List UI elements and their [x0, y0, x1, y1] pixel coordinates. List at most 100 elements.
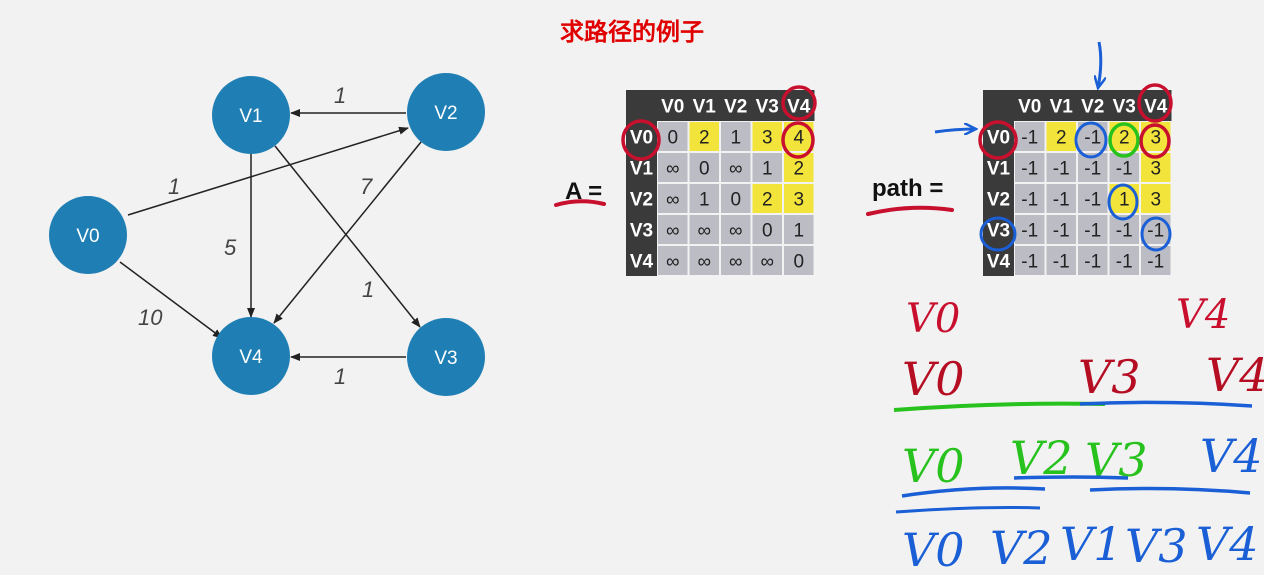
matrix-cell — [1109, 153, 1139, 182]
column-header: V1 — [1050, 97, 1074, 118]
row-header: V4 — [987, 252, 1011, 273]
cell-value: -1 — [1021, 128, 1038, 149]
cell-value: -1 — [1116, 252, 1133, 273]
matrix-cell — [721, 153, 751, 182]
cell-value: 3 — [793, 190, 804, 211]
column-header: V3 — [1113, 97, 1136, 118]
matrix-cell — [784, 215, 814, 244]
matrix-cell — [721, 246, 751, 275]
edge-weight: 1 — [168, 174, 180, 199]
cell-value: 0 — [730, 190, 741, 211]
matrix-cell — [752, 215, 782, 244]
row-header: V4 — [630, 252, 654, 273]
cell-value: -1 — [1021, 221, 1038, 242]
matrix-cell — [1141, 184, 1171, 213]
matrix-cell — [658, 215, 688, 244]
matrix-cell — [658, 153, 688, 182]
matrix-cell — [1141, 215, 1171, 244]
matrix-path-label: path = — [872, 175, 943, 202]
row-header: V2 — [630, 190, 653, 211]
matrix-cell — [721, 215, 751, 244]
column-header: V0 — [1018, 97, 1041, 118]
cell-value: ∞ — [729, 159, 743, 180]
matrix-cell — [1046, 246, 1076, 275]
matrix-cell — [784, 184, 814, 213]
row-header: V0 — [630, 128, 653, 149]
edge-weight: 7 — [360, 174, 373, 199]
cell-value: -1 — [1021, 190, 1038, 211]
blue-circle — [1140, 216, 1172, 252]
cell-value: 2 — [699, 128, 710, 149]
handwritten-notes: V0 V4 V0 V3 V4 V0 V2 V3 V4 V0 V2 V1 V3 V… — [893, 292, 1264, 575]
blue-underline — [1013, 475, 1129, 480]
cell-value: -1 — [1147, 221, 1164, 242]
blue-arrow — [1098, 41, 1101, 88]
edge-weight: 1 — [362, 277, 374, 302]
matrix-cell — [1046, 122, 1076, 151]
red-underline — [554, 199, 606, 207]
note-line0-to: V4 — [1176, 292, 1230, 338]
cell-value: 0 — [793, 252, 804, 273]
node-v2: V2 — [407, 73, 485, 151]
cell-value: 0 — [762, 221, 773, 242]
edge-v2-v1: 1 — [290, 83, 406, 117]
cell-value: 2 — [1056, 128, 1067, 149]
matrix-cell — [1078, 246, 1108, 275]
matrix-cell — [1015, 153, 1045, 182]
matrix-cell — [1078, 215, 1108, 244]
matrix-cell — [658, 184, 688, 213]
cell-value: 0 — [699, 159, 710, 180]
cell-value: 1 — [1119, 190, 1130, 211]
node-label: V4 — [239, 347, 263, 368]
note-line3-node: V2 — [990, 521, 1053, 575]
node-v3: V3 — [407, 318, 485, 396]
matrix-cell — [1109, 246, 1139, 275]
cell-value: -1 — [1053, 252, 1070, 273]
node-v4: V4 — [212, 317, 290, 395]
column-header: V4 — [1144, 97, 1168, 118]
cell-value: -1 — [1021, 159, 1038, 180]
cell-value: -1 — [1053, 190, 1070, 211]
cell-value: -1 — [1084, 190, 1101, 211]
node-label: V1 — [239, 106, 262, 127]
node-label: V2 — [434, 103, 457, 124]
cell-value: -1 — [1053, 159, 1070, 180]
node-v1: V1 — [212, 76, 290, 154]
matrix-cell — [1015, 215, 1045, 244]
matrix-cell — [689, 122, 719, 151]
node-label: V0 — [76, 226, 99, 247]
row-header: V3 — [630, 221, 653, 242]
edge-weight: 1 — [334, 83, 346, 108]
blue-circle — [1107, 183, 1139, 221]
note-line3-node: V4 — [1196, 517, 1259, 571]
note-line1-node: V0 — [902, 352, 965, 406]
cell-value: 1 — [762, 159, 773, 180]
matrix-cell — [721, 184, 751, 213]
edge-v2-v4: 7 — [273, 141, 422, 324]
cell-value: ∞ — [666, 159, 680, 180]
row-header: V2 — [987, 190, 1010, 211]
cell-value: -1 — [1116, 221, 1133, 242]
matrix-cell — [658, 122, 688, 151]
page-title: 求路径的例子 — [560, 18, 704, 46]
blue-underline — [1089, 486, 1251, 495]
cell-value: 3 — [1150, 128, 1161, 149]
red-circle — [781, 121, 815, 159]
cell-value: 3 — [1150, 159, 1161, 180]
cell-value: 1 — [730, 128, 741, 149]
matrix-cell — [1015, 246, 1045, 275]
cell-value: ∞ — [697, 252, 711, 273]
matrix-cell — [752, 153, 782, 182]
blue-circle — [1074, 121, 1108, 159]
cell-value: ∞ — [729, 252, 743, 273]
cell-value: 1 — [699, 190, 710, 211]
matrix-cell — [689, 153, 719, 182]
green-underline — [893, 401, 1106, 412]
cell-value: ∞ — [729, 221, 743, 242]
matrix-cell — [752, 184, 782, 213]
cell-value: 2 — [793, 159, 804, 180]
column-header: V2 — [1081, 97, 1104, 118]
blue-underline — [895, 506, 1041, 514]
matrix-cell — [1078, 184, 1108, 213]
cell-value: -1 — [1053, 221, 1070, 242]
